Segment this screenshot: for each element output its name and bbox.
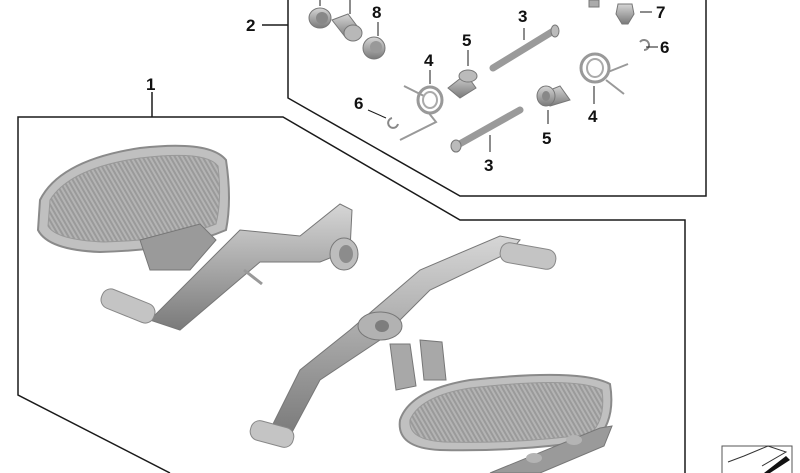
callout-4-right[interactable]: 4 <box>588 107 598 126</box>
callout-3-upper[interactable]: 3 <box>518 7 527 26</box>
group-frame-1 <box>17 116 686 473</box>
callout-8[interactable]: 8 <box>372 3 381 22</box>
callout-7[interactable]: 7 <box>656 3 665 22</box>
callout-2[interactable]: 2 <box>246 16 255 35</box>
callout-6-right[interactable]: 6 <box>660 38 669 57</box>
callout-3-lower[interactable]: 3 <box>484 156 493 175</box>
floorboard-left <box>36 144 230 271</box>
callout-6-left[interactable]: 6 <box>354 94 363 113</box>
callout-1[interactable]: 1 <box>146 75 155 94</box>
callout-4-left[interactable]: 4 <box>424 51 434 70</box>
group-frame-2 <box>287 0 707 197</box>
bushing-5-right <box>536 85 571 124</box>
diagram-navigation-icon[interactable] <box>721 445 793 473</box>
pin-lower <box>450 106 524 153</box>
bushing-5-left <box>447 50 478 99</box>
bushing-top-left <box>308 0 332 29</box>
callout-5-right[interactable]: 5 <box>542 129 551 148</box>
screw-7 <box>588 0 652 25</box>
lever-right <box>249 235 557 448</box>
footpeg-pad <box>489 425 613 473</box>
circlip-right <box>639 39 658 51</box>
spring-right <box>579 52 629 104</box>
spring-left <box>399 70 444 141</box>
lever-left <box>100 203 359 331</box>
sleeve <box>331 0 363 42</box>
callout-5-left[interactable]: 5 <box>462 31 471 50</box>
pin-upper <box>489 24 560 72</box>
circlip-left <box>367 109 399 129</box>
floorboard-right <box>389 339 613 452</box>
washer-8 <box>362 22 386 60</box>
